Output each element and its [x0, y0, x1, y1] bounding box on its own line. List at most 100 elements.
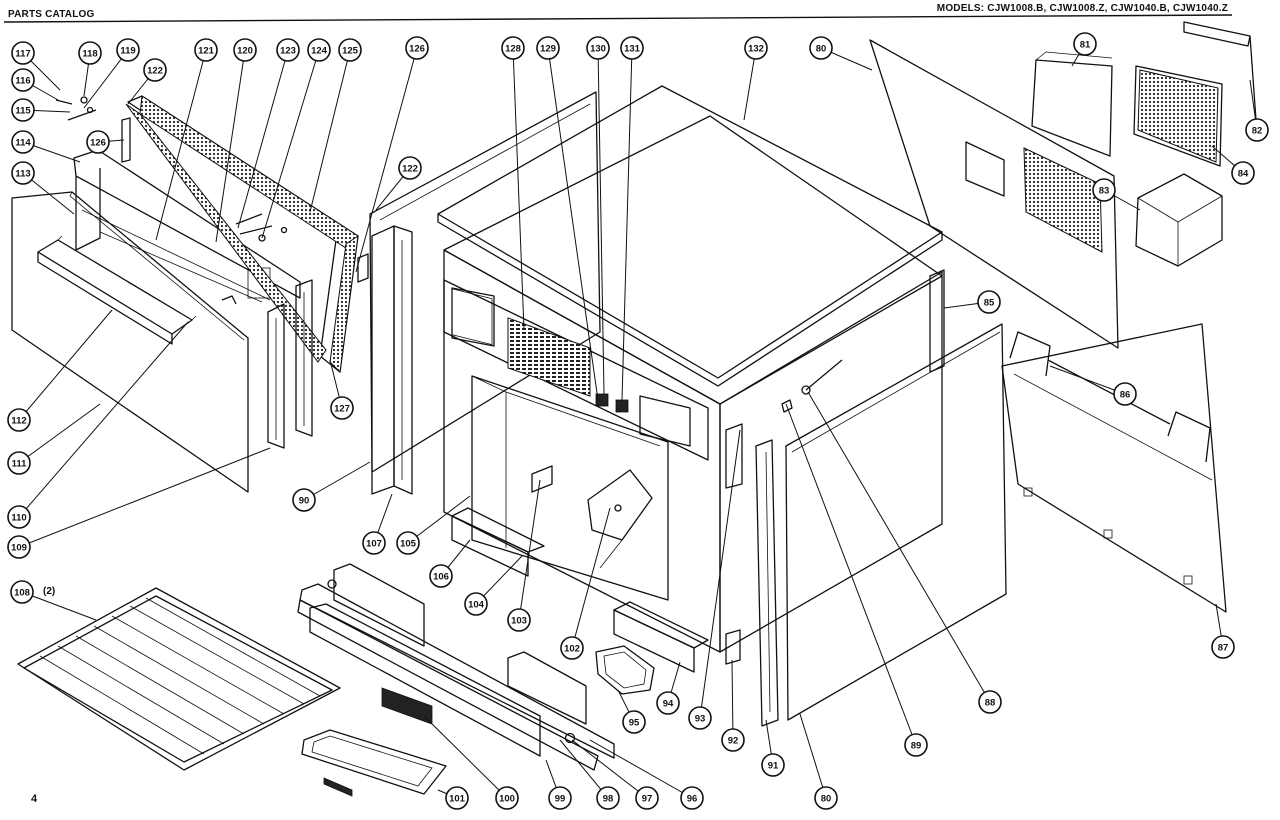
kick-plate [297, 563, 615, 771]
callout-83: 83 [1092, 178, 1116, 202]
callout-number: 83 [1099, 185, 1110, 196]
callout-bubble [721, 728, 745, 752]
callout-bubble [978, 690, 1002, 714]
callout-number: 118 [82, 48, 97, 59]
callout-bubble [396, 531, 420, 555]
leader-line-109 [18, 447, 271, 548]
leader-line-93 [699, 429, 741, 719]
callout-bubble [1245, 118, 1269, 142]
callout-91: 91 [761, 753, 785, 777]
rear-panel [1001, 323, 1227, 613]
callout-85: 85 [977, 290, 1001, 314]
leader-line-108 [21, 591, 97, 621]
leader-line-112 [18, 309, 113, 421]
leader-line-92 [731, 659, 734, 741]
callout-number: 99 [555, 793, 566, 804]
callout-number: 122 [147, 65, 163, 76]
page-number: 4 [31, 793, 38, 805]
callout-bubble [7, 505, 31, 529]
rear-handles [1009, 331, 1211, 463]
callout-94: 94 [656, 691, 680, 715]
callout-number: 106 [433, 571, 449, 582]
callout-number: 109 [11, 542, 27, 553]
leader-line-125 [309, 49, 351, 213]
callout-102: 102 [560, 636, 584, 660]
callout-number: 102 [564, 643, 580, 654]
leader-line-120 [215, 49, 246, 243]
callout-118: 118 [78, 41, 102, 65]
callout-bubble [362, 531, 386, 555]
callout-bubble [761, 753, 785, 777]
leader-line-102 [571, 507, 611, 649]
callout-122a: 122 [143, 58, 167, 82]
callout-124: 124 [307, 38, 331, 62]
callout-82: 82 [1245, 118, 1269, 142]
callout-number: 123 [280, 45, 296, 56]
callout-bubble [814, 786, 838, 810]
callout-106: 106 [429, 564, 453, 588]
side-access-panel [785, 323, 1007, 721]
control-knob-right [564, 732, 576, 744]
callout-111: 111 [7, 451, 31, 475]
callout-bubble [7, 535, 31, 559]
leader-line-111 [18, 403, 101, 464]
callout-131: 131 [620, 36, 644, 60]
leader-line-80b [799, 713, 827, 799]
callout-126a: 126 [86, 130, 110, 154]
callout-bubble [501, 36, 525, 60]
exhaust-duct [1135, 173, 1223, 267]
callout-105: 105 [396, 531, 420, 555]
callout-number: 124 [311, 45, 328, 56]
callout-bubble [586, 36, 610, 60]
callout-number: 97 [642, 793, 653, 804]
callout-88: 88 [978, 690, 1002, 714]
callout-number: 111 [12, 458, 28, 469]
left-side-panel [369, 91, 601, 473]
leader-line-89 [785, 403, 917, 746]
callout-113: 113 [11, 161, 35, 185]
leader-line-132 [743, 47, 757, 121]
callout-bubble [7, 451, 31, 475]
callout-bubble [276, 38, 300, 62]
leader-line-98 [559, 739, 609, 799]
callout-119: 119 [116, 38, 140, 62]
callout-number: 130 [590, 43, 606, 54]
callout-bubble [507, 608, 531, 632]
door-window-gasket [125, 95, 359, 374]
callout-number: 85 [984, 297, 995, 308]
duct-box [1031, 51, 1113, 157]
callout-122b: 122 [398, 156, 422, 180]
callout-number: 104 [468, 599, 485, 610]
callout-bubble [292, 488, 316, 512]
door-latch-parts [55, 96, 288, 305]
callout-90: 90 [292, 488, 316, 512]
callout-108: 108 [10, 580, 34, 604]
callout-number: 132 [748, 43, 764, 54]
callout-number: 86 [1120, 389, 1131, 400]
callout-number: 120 [237, 45, 253, 56]
callout-bubble [429, 564, 453, 588]
callout-number: 95 [629, 717, 640, 728]
leader-line-97 [571, 739, 648, 799]
callout-96: 96 [680, 786, 704, 810]
callout-86: 86 [1113, 382, 1137, 406]
callout-bubble [536, 36, 560, 60]
header-rule [3, 14, 1233, 23]
callout-bubble [11, 68, 35, 92]
leader-line-123 [237, 49, 289, 229]
top-trim-bracket [1183, 21, 1257, 121]
callout-number: 87 [1218, 642, 1229, 653]
callout-bubble [194, 38, 218, 62]
callout-bubble [1211, 635, 1235, 659]
leader-line-119 [83, 49, 129, 109]
right-side-panel [719, 269, 945, 653]
callout-98: 98 [596, 786, 620, 810]
callout-bubble [596, 786, 620, 810]
callout-bubble [233, 38, 257, 62]
callout-number: 100 [499, 793, 515, 804]
callout-bubble [143, 58, 167, 82]
callout-bubble [1231, 161, 1255, 185]
callout-number: 101 [449, 793, 466, 804]
catalog-title: PARTS CATALOG [8, 9, 95, 20]
callout-121: 121 [194, 38, 218, 62]
